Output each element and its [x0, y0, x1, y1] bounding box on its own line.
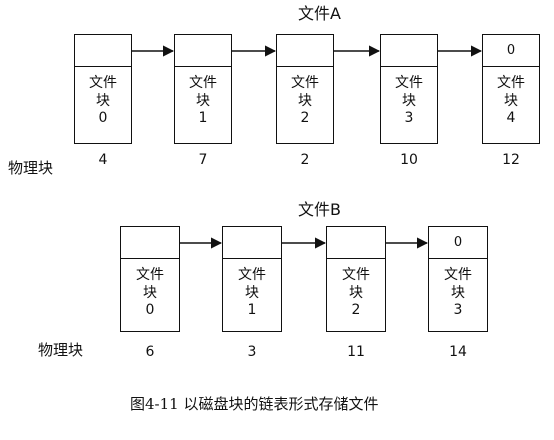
- pointer-cell: [327, 227, 385, 259]
- pointer-cell: [175, 35, 231, 67]
- block-index: 4: [506, 110, 516, 126]
- file-a-physical-number-3: 10: [400, 152, 418, 168]
- block-index: 0: [98, 110, 108, 126]
- block-index: 1: [247, 302, 257, 318]
- block-index: 3: [453, 302, 463, 318]
- block-label-line2: 块: [143, 284, 157, 301]
- block-index: 2: [351, 302, 361, 318]
- block-label-line2: 块: [298, 92, 312, 109]
- block-index: 0: [145, 302, 155, 318]
- pointer-cell: [381, 35, 437, 67]
- block-label-line1: 文件: [89, 75, 117, 91]
- file-b-physical-number-1: 3: [247, 344, 257, 360]
- block-label-line2: 块: [451, 284, 465, 301]
- block-index: 2: [300, 110, 310, 126]
- file-a-physical-label: 物理块: [8, 159, 54, 177]
- block-index: 1: [198, 110, 208, 126]
- file-b-physical-number-3: 14: [449, 344, 467, 360]
- file-b-physical-number-0: 6: [145, 344, 155, 360]
- block-index: 3: [404, 110, 414, 126]
- file-b-physical-label: 物理块: [38, 341, 84, 359]
- block-label-line1: 文件: [291, 75, 319, 91]
- file-a-physical-number-2: 2: [300, 152, 310, 168]
- block-label-line1: 文件: [395, 75, 423, 91]
- pointer-cell: [277, 35, 333, 67]
- block-label-line2: 块: [196, 92, 210, 109]
- block-label-line2: 块: [245, 284, 259, 301]
- pointer-cell: 0: [483, 35, 539, 67]
- block-label-line1: 文件: [342, 267, 370, 283]
- file-a-title: 文件A: [298, 4, 341, 23]
- file-a-physical-number-0: 4: [98, 152, 108, 168]
- figure-caption: 图4-11 以磁盘块的链表形式存储文件: [130, 395, 379, 413]
- block-label-line1: 文件: [497, 75, 525, 91]
- block-label-line2: 块: [349, 284, 363, 301]
- block-label-line1: 文件: [444, 267, 472, 283]
- file-a-physical-number-4: 12: [502, 152, 520, 168]
- block-label-line1: 文件: [189, 75, 217, 91]
- block-label-line2: 块: [96, 92, 110, 109]
- file-a-physical-number-1: 7: [198, 152, 208, 168]
- file-b-physical-number-2: 11: [347, 344, 365, 360]
- pointer-cell: [121, 227, 179, 259]
- block-label-line1: 文件: [136, 267, 164, 283]
- block-label-line2: 块: [402, 92, 416, 109]
- pointer-cell: [223, 227, 281, 259]
- block-label-line1: 文件: [238, 267, 266, 283]
- pointer-cell: 0: [429, 227, 487, 259]
- pointer-cell: [75, 35, 131, 67]
- block-label-line2: 块: [504, 92, 518, 109]
- file-b-title: 文件B: [298, 200, 341, 219]
